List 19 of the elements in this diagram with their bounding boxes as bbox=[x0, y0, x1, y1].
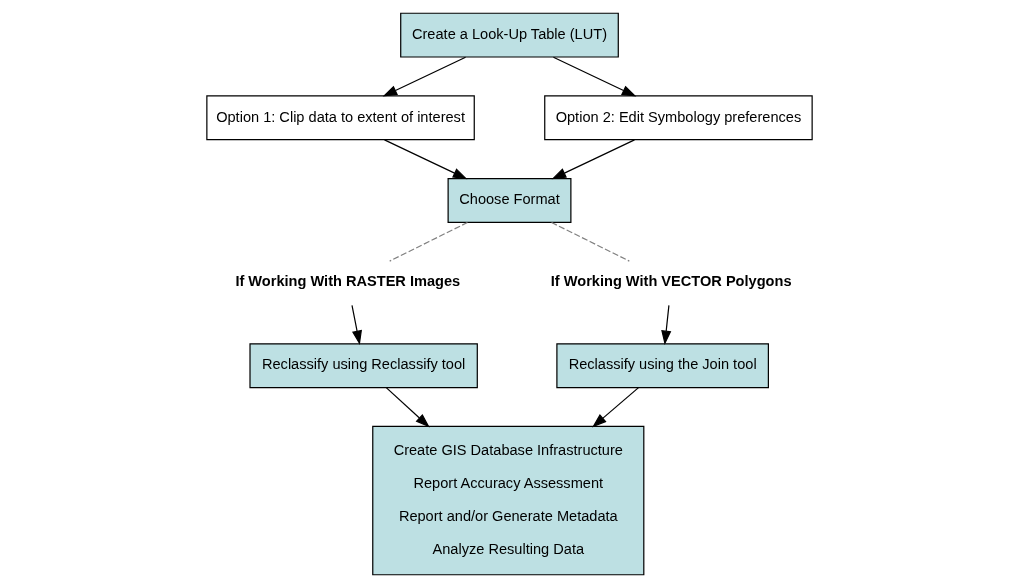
node-text: If Working With VECTOR Polygons bbox=[550, 272, 792, 289]
arrow bbox=[382, 56, 466, 97]
connector bbox=[388, 221, 468, 262]
arrow bbox=[551, 139, 635, 180]
node-box: Option 2: Edit Symbology preferences bbox=[543, 95, 813, 141]
node-box: Choose Format bbox=[447, 177, 571, 223]
node-box: Option 1: Clip data to extent of interest bbox=[205, 95, 475, 141]
node-box: Reclassify using Reclassify tool bbox=[248, 343, 478, 389]
connector bbox=[550, 221, 630, 262]
node-text: If Working With RASTER Images bbox=[234, 272, 460, 289]
arrow bbox=[552, 56, 636, 97]
node-box: Create GIS Database Infrastructure Report Accuracy Assessment Report and/or Generate Metadata Analyze Resulting Data bbox=[371, 425, 644, 576]
arrow bbox=[385, 387, 430, 428]
arrow bbox=[350, 304, 362, 346]
node-box: Create a Look-Up Table (LUT) bbox=[399, 12, 619, 58]
arrow bbox=[383, 139, 467, 180]
arrow bbox=[591, 387, 639, 428]
arrow bbox=[660, 304, 671, 346]
node-box: Reclassify using the Join tool bbox=[555, 343, 769, 389]
